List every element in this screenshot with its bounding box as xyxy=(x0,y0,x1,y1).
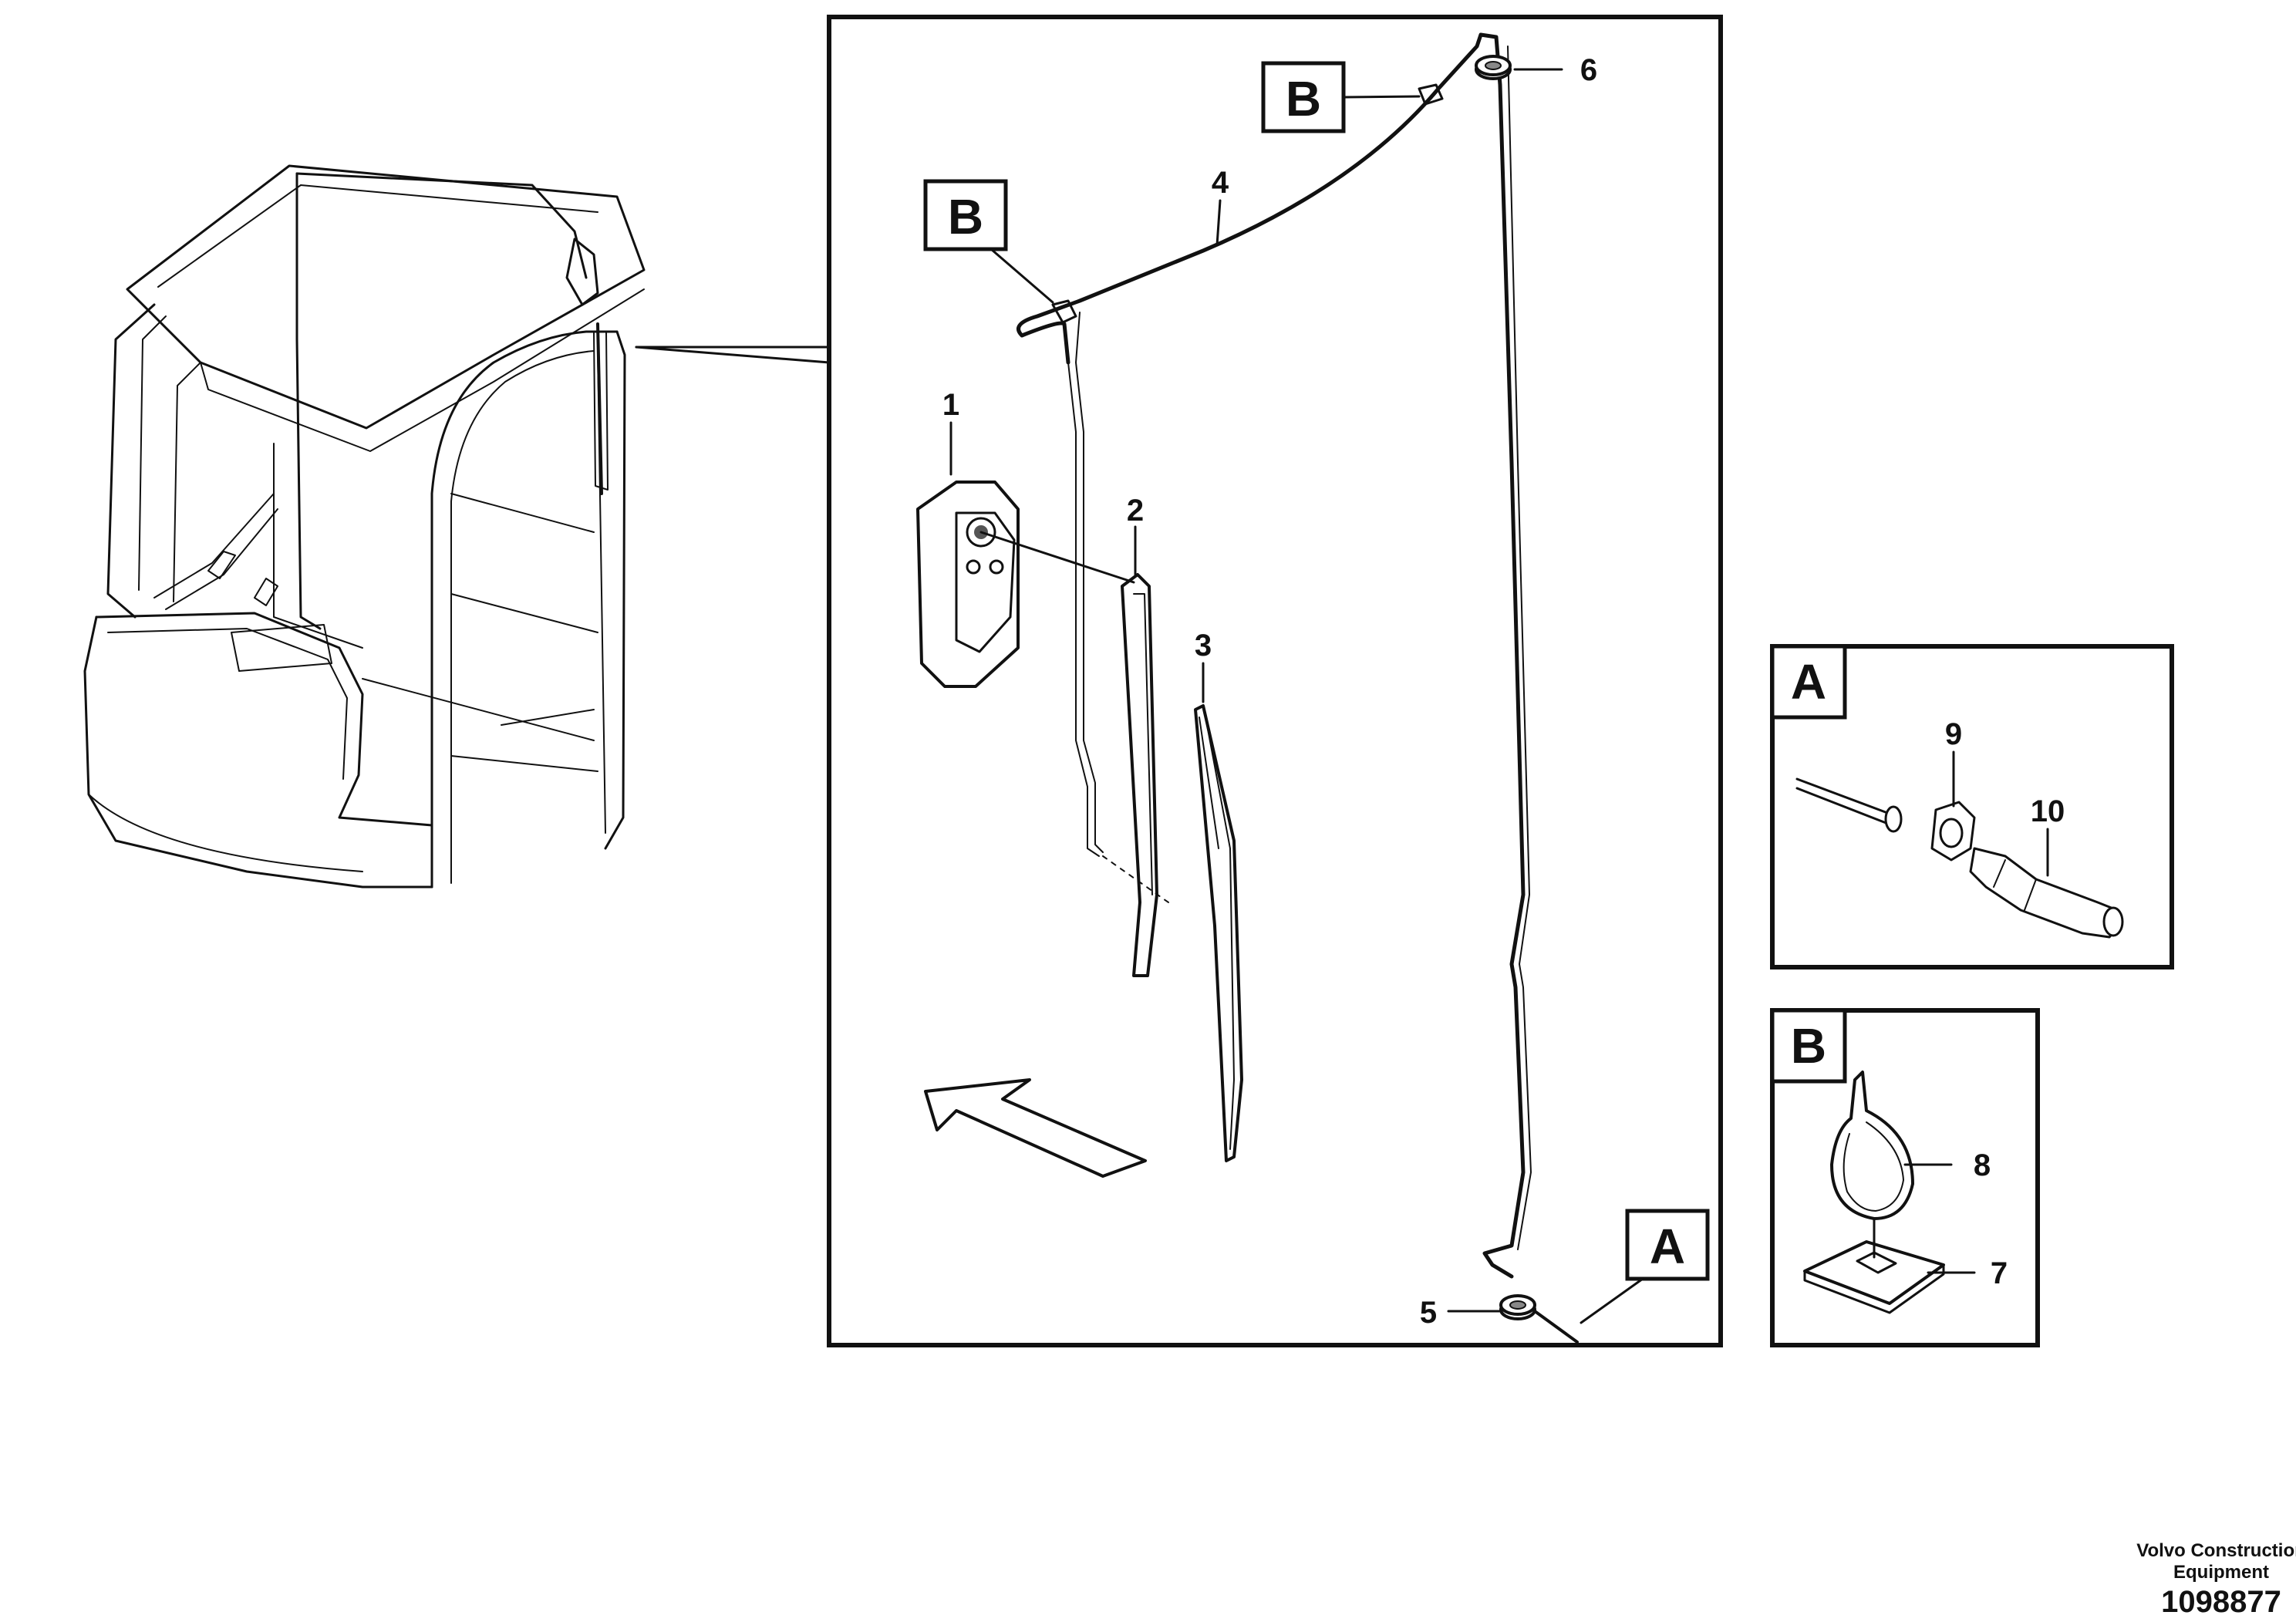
ref-label-a-detail: A xyxy=(1580,1209,1710,1324)
ref-label-b-upper: B xyxy=(1261,61,1421,133)
callout-6: 6 xyxy=(1580,53,1597,87)
detail-panel-a: A 9 10 xyxy=(1770,644,2174,969)
callout-4: 4 xyxy=(1212,166,1229,200)
svg-text:B: B xyxy=(948,189,983,244)
wiper-arm xyxy=(1121,573,1158,977)
hose-clip-upper xyxy=(1418,83,1444,106)
grommet-5 xyxy=(1499,1294,1579,1344)
company-name-line1: Volvo Construction xyxy=(2136,1540,2296,1561)
callout-8: 8 xyxy=(1974,1148,1991,1182)
grommet-6 xyxy=(1475,55,1512,80)
detail-frame xyxy=(827,15,1723,1347)
wiper-blade xyxy=(1194,704,1243,1162)
svg-text:B: B xyxy=(1791,1018,1826,1074)
svg-text:A: A xyxy=(1791,654,1826,710)
svg-text:A: A xyxy=(1650,1219,1685,1274)
direction-arrow xyxy=(924,1078,1147,1178)
hose-clip-lower xyxy=(1051,299,1077,324)
drawing-number: 1098877 xyxy=(2161,1585,2281,1619)
callout-2: 2 xyxy=(1127,494,1144,528)
wiper-motor xyxy=(916,481,1135,688)
washer-hose xyxy=(1017,32,1526,1279)
company-name-line2: Equipment xyxy=(2173,1562,2269,1583)
callout-9: 9 xyxy=(1945,717,1962,751)
callout-5: 5 xyxy=(1420,1296,1437,1330)
cab-overview-illustration xyxy=(83,164,646,889)
detail-panel-b: B 8 7 xyxy=(1770,1008,2040,1347)
svg-text:B: B xyxy=(1286,71,1321,126)
callout-1: 1 xyxy=(942,388,959,422)
ref-label-b-left: B xyxy=(923,179,1054,304)
callout-3: 3 xyxy=(1195,629,1212,663)
callout-10: 10 xyxy=(2031,794,2065,828)
callout-7: 7 xyxy=(1991,1256,2008,1290)
